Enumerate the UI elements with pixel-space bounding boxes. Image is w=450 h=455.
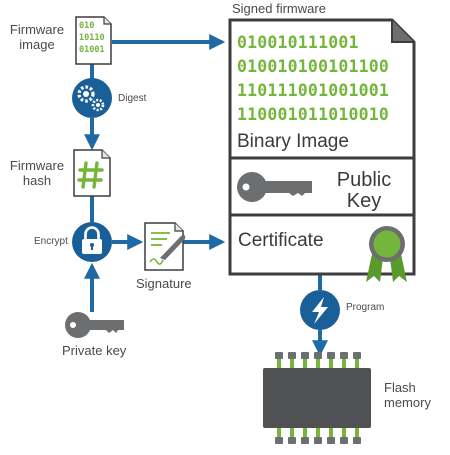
- firmware-image-label: Firmware image: [9, 22, 65, 52]
- signature-icon: [144, 222, 186, 271]
- lock-icon: [72, 222, 112, 262]
- program-label: Program: [346, 302, 385, 313]
- public-key-label-line2: Key: [346, 190, 382, 212]
- signed-firmware-box: [228, 18, 416, 276]
- signature-label: Signature: [136, 276, 192, 291]
- firmware-hash-label: Firmware hash: [9, 158, 65, 188]
- binary-image-label: Binary Image: [237, 131, 349, 152]
- certificate-label: Certificate: [238, 230, 324, 251]
- lightning-icon: [300, 290, 340, 330]
- binary-line-3: 110111001001001: [237, 81, 390, 100]
- binary-line-4: 110001011010010: [237, 105, 390, 124]
- firmware-image-bits-3: 01001: [79, 45, 105, 55]
- public-key-icon: [237, 172, 312, 202]
- firmware-image-bits-1: 010: [79, 21, 95, 31]
- private-key-icon: [65, 312, 124, 338]
- encrypt-label: Encrypt: [34, 236, 68, 247]
- digest-label: Digest: [118, 93, 147, 104]
- private-key-label: Private key: [62, 343, 127, 358]
- firmware-image-bits-2: 10110: [79, 33, 105, 43]
- flash-memory-chip-icon: [263, 352, 371, 444]
- certificate-badge-icon: [366, 226, 407, 282]
- binary-line-1: 010010111001: [237, 33, 359, 52]
- flash-memory-label: Flash memory: [384, 380, 431, 410]
- public-key-label-line1: Public: [336, 169, 392, 191]
- signed-firmware-label: Signed firmware: [232, 1, 326, 16]
- firmware-image-icon: [75, 16, 112, 65]
- firmware-hash-icon: [73, 149, 111, 197]
- connector-arrows: [84, 34, 328, 357]
- binary-line-2: 010010100101100: [237, 57, 390, 76]
- gears-icon: [72, 78, 112, 118]
